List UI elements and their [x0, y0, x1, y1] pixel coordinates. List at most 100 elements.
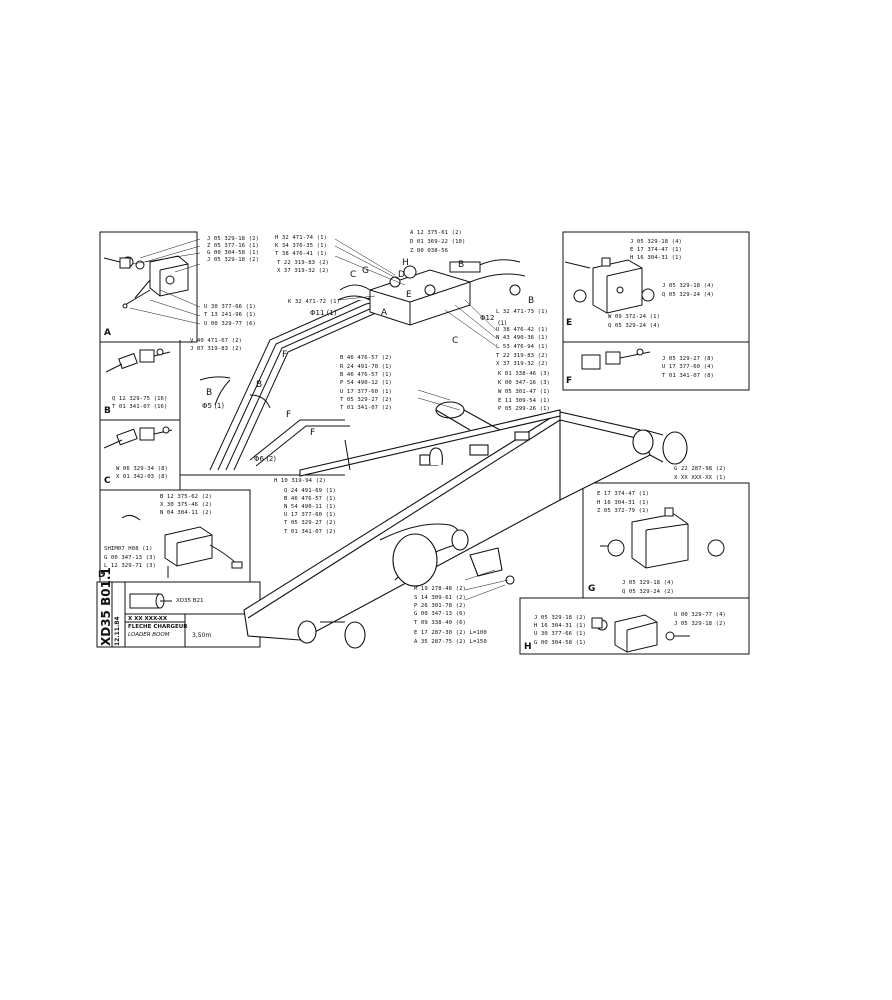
part-label: W 06 329-34 (8)	[116, 466, 169, 472]
part-label: D 01 369-22 (10)	[410, 239, 466, 245]
part-label: Z 05 372-79 (1)	[597, 508, 650, 514]
part-label: N 43 490-36 (1)	[496, 335, 549, 341]
part-label: N 54 490-11 (1)	[284, 504, 337, 510]
part-label: U 38 476-42 (1)	[496, 327, 549, 333]
callout-phi6: Φ6 (2)	[254, 455, 277, 463]
title-fr: FLECHE CHARGEUR	[128, 624, 188, 630]
part-label: Q 05 329-24 (4)	[608, 323, 661, 329]
part-label: R 24 491-70 (1)	[340, 364, 393, 370]
part-label: U 30 377-66 (1)	[534, 631, 587, 637]
view-letter-b: B	[104, 406, 111, 416]
callout-phi12-qty: (1)	[498, 320, 507, 327]
part-label: P 05 299-26 (1)	[498, 406, 551, 412]
part-label: T 22 319-83 (2)	[277, 260, 330, 266]
part-label: T 22 319-83 (2)	[496, 353, 549, 359]
part-label: X 37 319-32 (2)	[496, 361, 549, 367]
callout-b-right: B	[528, 296, 535, 306]
part-label: X 30 375-46 (2)	[160, 502, 213, 508]
part-label: S 14 309-61 (2)	[414, 595, 467, 601]
valve-block-g	[600, 507, 725, 569]
ref-link: XD35 B21	[176, 598, 204, 604]
part-label: E 11 309-54 (1)	[498, 398, 551, 404]
part-label: J 05 329-18 (2)	[207, 236, 260, 242]
part-label: T 13 241-96 (1)	[204, 312, 257, 318]
part-label: K 00 347-16 (3)	[498, 380, 551, 386]
part-label: P 26 301-78 (2)	[414, 603, 467, 609]
callout-phi5: Φ5 (1)	[202, 402, 225, 410]
callout-f-mid2: F	[310, 428, 316, 438]
number-mask: X XX XXX-XX	[128, 616, 168, 622]
part-label: U 30 377-66 (1)	[204, 304, 257, 310]
callout-b-left: B	[206, 388, 213, 398]
part-label: H 16 304-31 (1)	[630, 255, 683, 261]
view-letter-f: F	[566, 376, 573, 386]
callout-h-top: H	[402, 258, 409, 268]
part-label: A 35 287-75 (2) L=150	[414, 639, 487, 645]
callout-phi12: Φ12	[480, 314, 495, 322]
part-label: G 00 347-13 (6)	[414, 611, 467, 617]
leader-lines	[129, 238, 509, 601]
part-label: H 16 304-31 (1)	[534, 623, 587, 629]
title-size: 3,50m	[192, 632, 212, 639]
part-label: J 05 329-18 (2)	[674, 621, 727, 627]
part-label: L 53 476-94 (1)	[496, 344, 549, 350]
part-label: P 54 490-12 (1)	[340, 380, 393, 386]
part-label: J 07 319-83 (2)	[190, 346, 243, 352]
part-label: U 17 377-60 (4)	[662, 364, 715, 370]
manifold-top	[337, 259, 526, 326]
part-label: T 38 476-41 (1)	[275, 251, 328, 257]
callout-g-top: G	[362, 266, 369, 276]
part-label: H 10 319-94 (2)	[274, 478, 327, 484]
part-label: E 17 287-30 (2) L=100	[414, 630, 487, 636]
part-label: B 46 476-57 (2)	[340, 355, 393, 361]
fittings-f	[581, 348, 651, 370]
part-label: B 12 375-62 (2)	[160, 494, 213, 500]
part-label: N 04 304-11 (2)	[160, 510, 213, 516]
cylinder-sketch	[129, 593, 172, 609]
part-label: W 09 372-24 (1)	[608, 314, 661, 320]
part-label: U 00 329-77 (4)	[674, 612, 727, 618]
view-letter-c: C	[104, 476, 111, 486]
valve-block-a	[103, 255, 189, 309]
part-label: W 05 301-47 (1)	[498, 389, 551, 395]
part-label: T 01 341-07 (2)	[284, 529, 337, 535]
part-label: J 05 329-18 (2)	[207, 257, 260, 263]
part-label: V 40 471-67 (2)	[190, 338, 243, 344]
callout-f-left: F	[282, 350, 288, 360]
part-label: H 32 471-74 (1)	[275, 235, 328, 241]
callout-c-low: C	[452, 336, 459, 346]
callout-phi11: Φ11 (1)	[310, 309, 337, 317]
callout-b-left2: B	[256, 380, 263, 390]
part-label: K 32 471-72 (1)	[288, 299, 341, 305]
part-label: U 00 329-77 (6)	[204, 321, 257, 327]
part-label: L 12 329-71 (3)	[104, 563, 157, 569]
part-label: H 16 304-31 (1)	[597, 500, 650, 506]
part-label: J 05 329-18 (2)	[534, 615, 587, 621]
callout-c-top: C	[350, 270, 357, 280]
view-letter-d: D	[98, 570, 106, 580]
part-label: T 01 341-07 (2)	[340, 405, 393, 411]
callout-d-top: D	[398, 270, 405, 280]
valve-block-h	[591, 614, 690, 653]
title-en: LOADER BOOM	[128, 632, 170, 638]
part-label: X 01 342-03 (8)	[116, 474, 169, 480]
part-label: E 17 374-47 (1)	[597, 491, 650, 497]
fittings-c	[103, 426, 173, 449]
part-label: K 34 376-35 (1)	[275, 243, 328, 249]
part-label: Q 05 329-24 (2)	[622, 589, 675, 595]
part-label: U 17 377-60 (1)	[340, 389, 393, 395]
part-label: Z 05 377-16 (1)	[207, 243, 260, 249]
callout-e-top: E	[406, 290, 412, 300]
part-label: T 05 329-27 (2)	[340, 397, 393, 403]
view-letter-h: H	[524, 642, 532, 652]
part-label: Q 12 329-75 (16)	[112, 396, 168, 402]
drawing-date: 12.11.84	[114, 616, 121, 646]
part-label: M 19 278-48 (2)	[414, 586, 467, 592]
part-label: E 17 374-47 (1)	[630, 247, 683, 253]
block-d	[121, 514, 243, 578]
detail-box-f	[562, 341, 750, 391]
callout-a-top: A	[381, 308, 388, 318]
part-label: X XX XXX-XX (1)	[674, 475, 727, 481]
part-label: G 22 287-98 (2)	[674, 466, 727, 472]
